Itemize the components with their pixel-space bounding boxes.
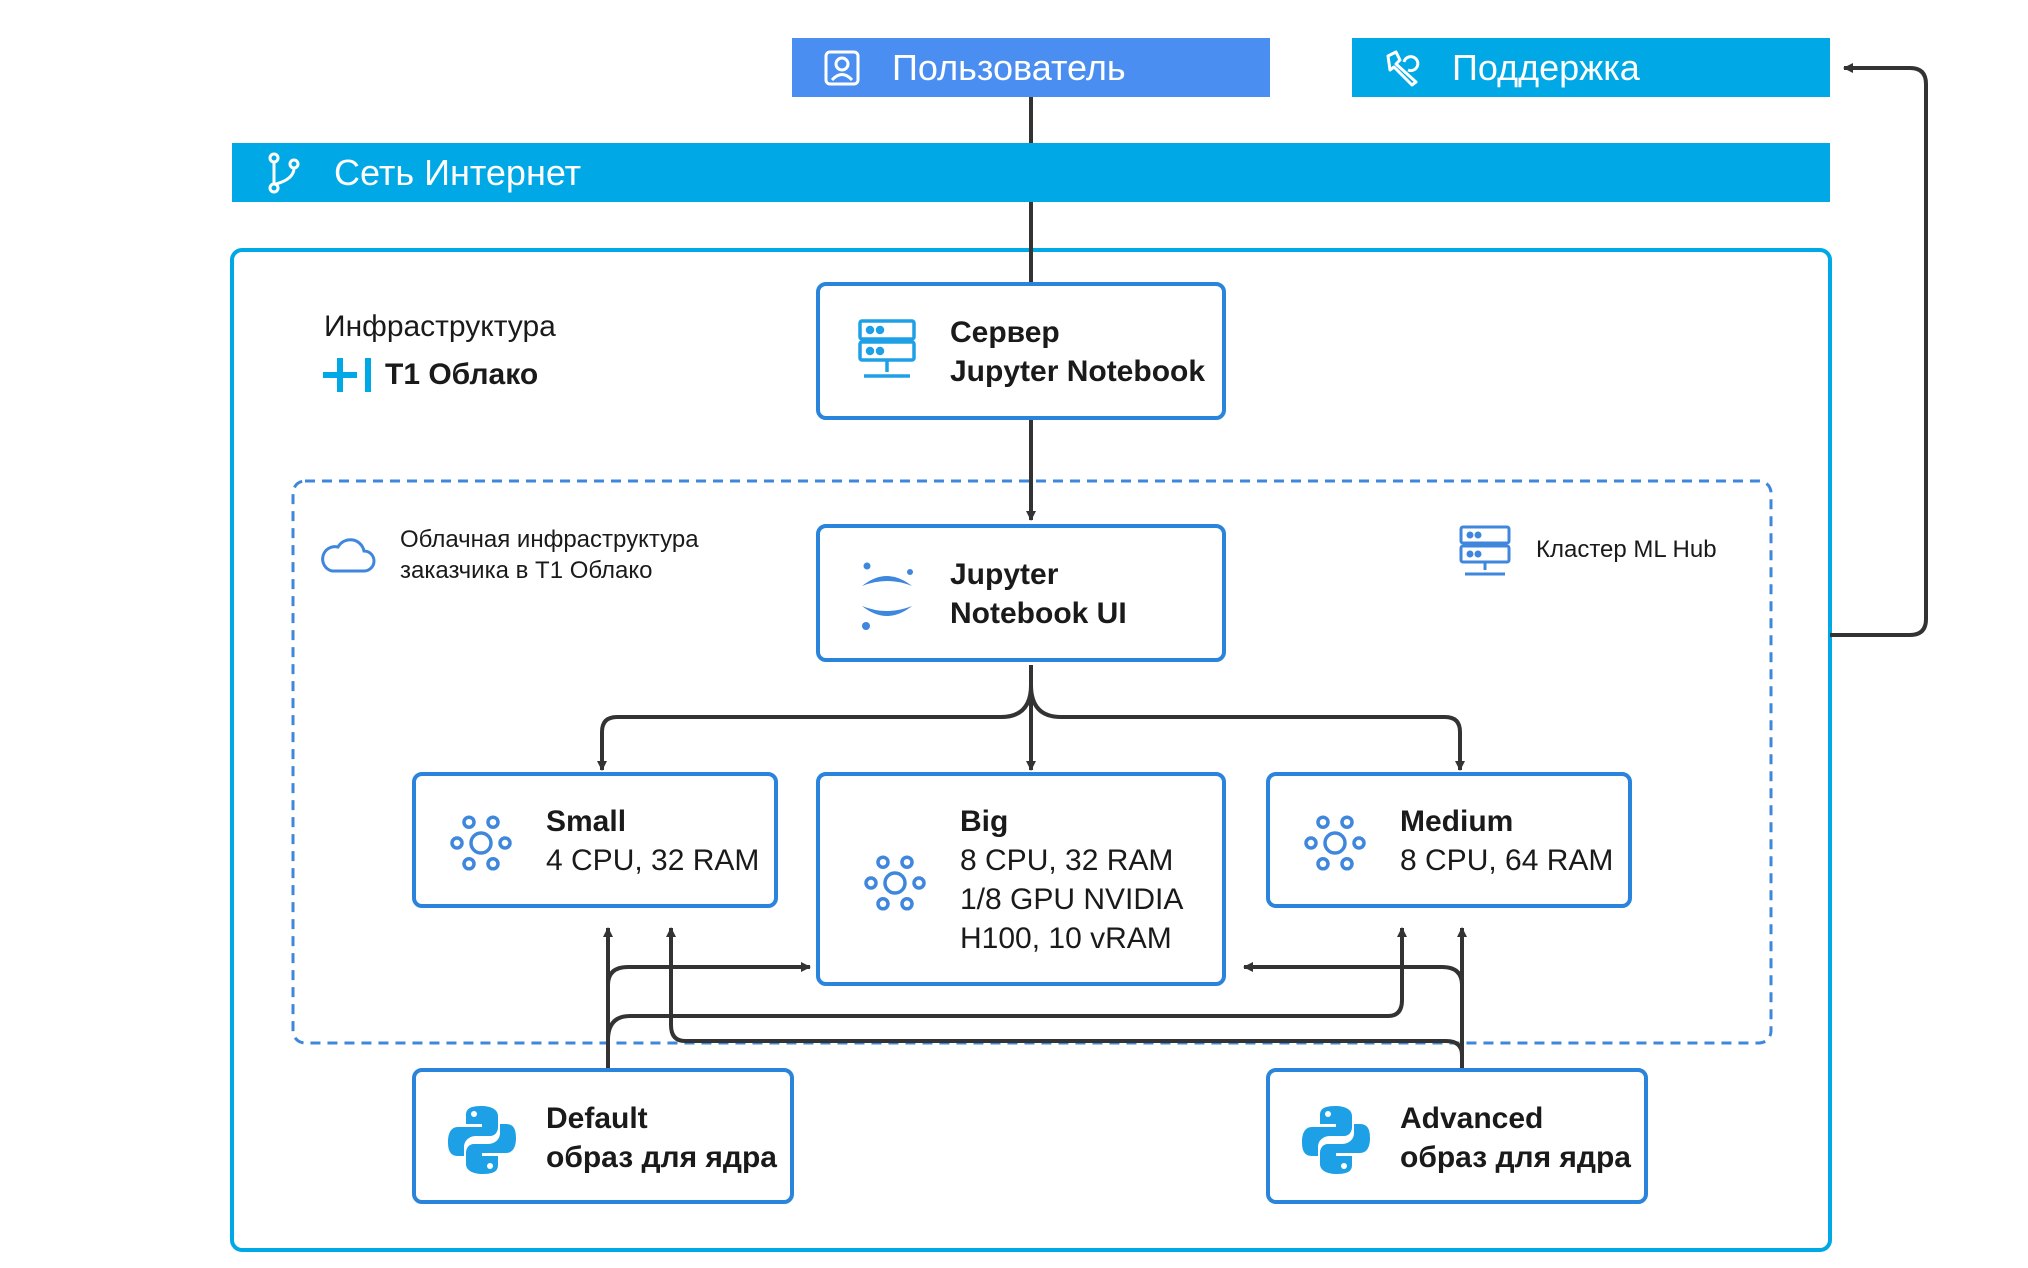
brand-name: T1 Облако	[385, 358, 539, 391]
server-icon	[858, 319, 916, 378]
node-medium-spec: 8 CPU, 64 RAM	[1400, 844, 1614, 877]
line-ui-medium	[1029, 684, 1465, 771]
cloud-label: Облачная инфраструктура заказчика в T1 О…	[400, 524, 699, 586]
node-small-box: Small 4 CPU, 32 RAM	[412, 772, 778, 908]
image-default-desc: образ для ядра	[546, 1141, 777, 1174]
image-advanced-desc: образ для ядра	[1400, 1141, 1631, 1174]
node-big-name: Big	[960, 805, 1009, 838]
infrastructure-label: Инфраструктура	[324, 310, 556, 343]
t1-logo-icon	[323, 358, 371, 392]
line-advanced-big	[1243, 962, 1464, 1005]
kernel-node-icon	[864, 855, 926, 911]
internet-bar: Сеть Интернет	[232, 143, 1830, 202]
node-small-spec: 4 CPU, 32 RAM	[546, 844, 760, 877]
cluster-server-icon	[1459, 525, 1511, 576]
node-medium-name: Medium	[1400, 805, 1514, 838]
python-icon	[1302, 1106, 1370, 1174]
support-bar: Поддержка	[1352, 38, 1830, 97]
line-default-big	[606, 962, 811, 1005]
kernel-node-icon	[1304, 815, 1366, 871]
jupyter-ui-title-line2: Notebook UI	[950, 597, 1127, 630]
image-default-name: Default	[546, 1102, 648, 1135]
image-advanced-name: Advanced	[1400, 1102, 1544, 1135]
server-title-line2: Jupyter Notebook	[950, 355, 1206, 388]
cluster-label: Кластер ML Hub	[1536, 536, 1717, 563]
jupyter-icon	[862, 562, 913, 630]
cloud-icon	[321, 538, 376, 573]
node-big-spec3: H100, 10 vRAM	[960, 922, 1172, 955]
node-big-spec2: 1/8 GPU NVIDIA	[960, 883, 1184, 916]
python-icon	[448, 1106, 516, 1174]
git-branch-icon	[262, 151, 306, 195]
server-box: Сервер Jupyter Notebook	[816, 282, 1226, 420]
kernel-node-icon	[450, 815, 512, 871]
user-bar: Пользователь	[792, 38, 1270, 97]
line-default-medium	[606, 927, 1407, 1070]
support-label: Поддержка	[1452, 46, 1640, 88]
server-title-line1: Сервер	[950, 316, 1060, 349]
cloud-label-line1: Облачная инфраструктура	[400, 526, 699, 553]
user-icon	[820, 46, 864, 90]
node-medium-box: Medium 8 CPU, 64 RAM	[1266, 772, 1632, 908]
user-label: Пользователь	[892, 46, 1126, 88]
jupyter-ui-box: Jupyter Notebook UI	[816, 524, 1226, 662]
jupyter-ui-title-line1: Jupyter	[950, 558, 1059, 591]
t1-brand-logo: T1 Облако	[323, 356, 538, 394]
line-infra-support	[1830, 63, 1928, 637]
internet-label: Сеть Интернет	[334, 151, 582, 193]
node-big-box: Big 8 CPU, 32 RAM 1/8 GPU NVIDIA H100, 1…	[816, 772, 1226, 986]
image-advanced-box: Advanced образ для ядра	[1266, 1068, 1648, 1204]
image-default-box: Default образ для ядра	[412, 1068, 794, 1204]
line-ui-small	[597, 684, 1033, 771]
node-small-name: Small	[546, 805, 627, 838]
line-advanced-small	[666, 927, 1464, 1070]
node-big-spec1: 8 CPU, 32 RAM	[960, 844, 1174, 877]
cloud-label-line2: заказчика в T1 Облако	[400, 557, 653, 584]
wrench-icon	[1380, 46, 1424, 90]
